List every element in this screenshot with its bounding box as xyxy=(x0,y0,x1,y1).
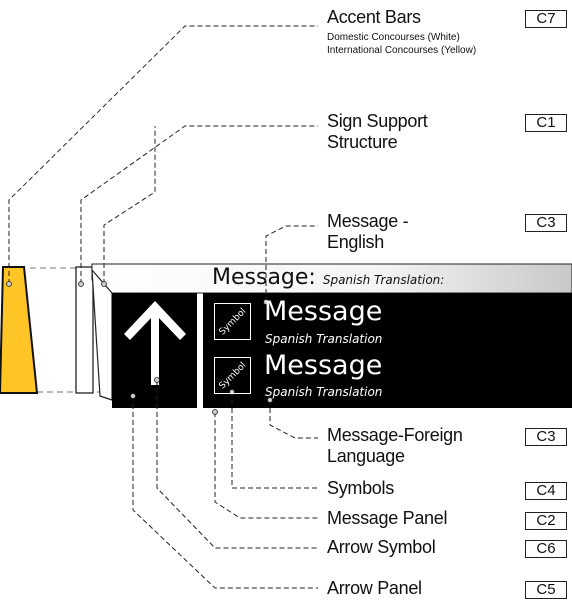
sign-return-panel xyxy=(91,268,113,401)
up-arrow-icon xyxy=(124,301,186,385)
callout-arrow-panel-title: Arrow Panel xyxy=(327,578,422,598)
callout-message-english-title-2: English xyxy=(327,232,384,252)
callout-message-foreign-title-2: Language xyxy=(327,446,405,466)
callout-code-badge: C2 xyxy=(525,512,567,530)
callout-code-badge: C4 xyxy=(525,482,567,500)
callout-message-foreign-title: Message-Foreign xyxy=(327,425,463,445)
callout-accent-bars-subtitle: Domestic Concourses (White) xyxy=(327,32,460,43)
callout-accent-bars-title: Accent Bars xyxy=(327,7,421,27)
header-message-english: Message: xyxy=(212,265,316,290)
callout-sign-support-title: Sign Support xyxy=(327,111,428,131)
symbol-label: Symbol xyxy=(217,360,248,391)
callout-accent-bars-subtitle-2: International Concourses (Yellow) xyxy=(327,45,477,56)
callout-arrow-symbol-title: Arrow Symbol xyxy=(327,537,436,557)
callout-code-badge: C1 xyxy=(525,114,567,132)
message-translation: Spanish Translation xyxy=(265,385,383,399)
callout-code-badge: C3 xyxy=(525,428,567,446)
message-translation: Spanish Translation xyxy=(265,332,383,346)
symbol-box: Symbol xyxy=(214,357,251,394)
header-message-translation: Spanish Translation: xyxy=(322,273,445,287)
message-panel xyxy=(203,293,572,408)
callout-sign-support-title-2: Structure xyxy=(327,132,398,152)
leader-lines xyxy=(8,25,318,589)
callout-symbols-title: Symbols xyxy=(327,478,394,498)
symbol-box: Symbol xyxy=(214,303,251,340)
callout-code-badge: C7 xyxy=(525,10,567,28)
symbol-label: Symbol xyxy=(217,306,248,337)
callout-code-badge: C6 xyxy=(525,540,567,558)
callout-message-english-title: Message - xyxy=(327,211,409,231)
callout-code-badge: C3 xyxy=(525,214,567,232)
callout-message-panel-title: Message Panel xyxy=(327,508,448,528)
leader-dots xyxy=(6,281,273,415)
message-english: Message xyxy=(264,296,383,327)
callout-code-badge: C5 xyxy=(525,581,567,599)
sign-support-structure xyxy=(75,266,94,394)
header-message: Message: Spanish Translation: xyxy=(212,266,444,292)
message-english: Message xyxy=(264,350,383,381)
accent-bar xyxy=(0,266,39,394)
